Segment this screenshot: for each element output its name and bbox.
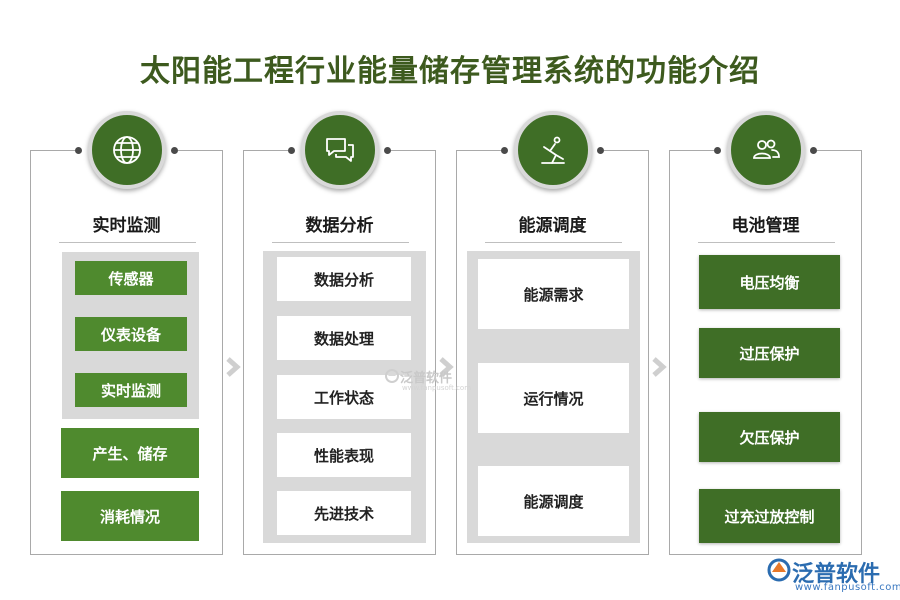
panel-battery-management: 电池管理 电压均衡 过压保护 欠压保护 过充过放控制 — [669, 111, 862, 555]
pen-tool-icon — [513, 111, 592, 189]
item-charge-discharge-control: 过充过放控制 — [699, 489, 840, 543]
item-realtime: 实时监测 — [75, 373, 187, 407]
item-operation-status: 运行情况 — [478, 363, 629, 433]
divider — [272, 242, 409, 243]
chevron-right-icon — [652, 357, 667, 377]
item-energy-demand: 能源需求 — [478, 259, 629, 329]
item-data-processing: 数据处理 — [277, 316, 411, 360]
item-performance: 性能表现 — [277, 433, 411, 477]
globe-icon — [87, 111, 166, 189]
chat-bubbles-icon — [300, 111, 379, 189]
panel-data-analysis: 数据分析 数据分析 数据处理 工作状态 性能表现 先进技术 — [243, 111, 436, 555]
divider — [698, 242, 835, 243]
panel-title: 能源调度 — [518, 216, 587, 236]
panel-energy-dispatch: 能源调度 能源需求 运行情况 能源调度 — [456, 111, 649, 555]
item-energy-dispatch: 能源调度 — [478, 466, 629, 536]
item-sensor: 传感器 — [75, 261, 187, 295]
item-overvoltage-protection: 过压保护 — [699, 328, 840, 378]
chevron-right-icon — [439, 357, 454, 377]
watermark-text: 泛普软件 — [400, 371, 453, 386]
item-voltage-balance: 电压均衡 — [699, 255, 840, 309]
brand-url: www.fanpusoft.com — [795, 582, 900, 593]
panel-title: 电池管理 — [731, 216, 800, 236]
item-advanced-tech: 先进技术 — [277, 491, 411, 535]
item-production-storage: 产生、储存 — [61, 428, 199, 478]
watermark-logo-icon — [385, 369, 399, 383]
divider — [485, 242, 622, 243]
panel-realtime-monitoring: 实时监测 传感器 仪表设备 实时监测 产生、储存 消耗情况 — [30, 111, 223, 555]
brand-name: 泛普软件 — [792, 562, 881, 587]
item-instrument: 仪表设备 — [75, 317, 187, 351]
watermark-url: www.fanpusoft.com — [402, 384, 472, 392]
divider — [59, 242, 196, 243]
brand-logo-icon — [767, 558, 791, 582]
item-consumption: 消耗情况 — [61, 491, 199, 541]
page-title: 太阳能工程行业能量储存管理系统的功能介绍 — [140, 54, 760, 89]
item-undervoltage-protection: 欠压保护 — [699, 412, 840, 462]
panel-title: 数据分析 — [305, 216, 374, 236]
users-icon — [726, 111, 805, 189]
item-data-analysis: 数据分析 — [277, 257, 411, 301]
item-working-status: 工作状态 — [277, 375, 411, 419]
chevron-right-icon — [226, 357, 241, 377]
panel-title: 实时监测 — [92, 216, 161, 236]
